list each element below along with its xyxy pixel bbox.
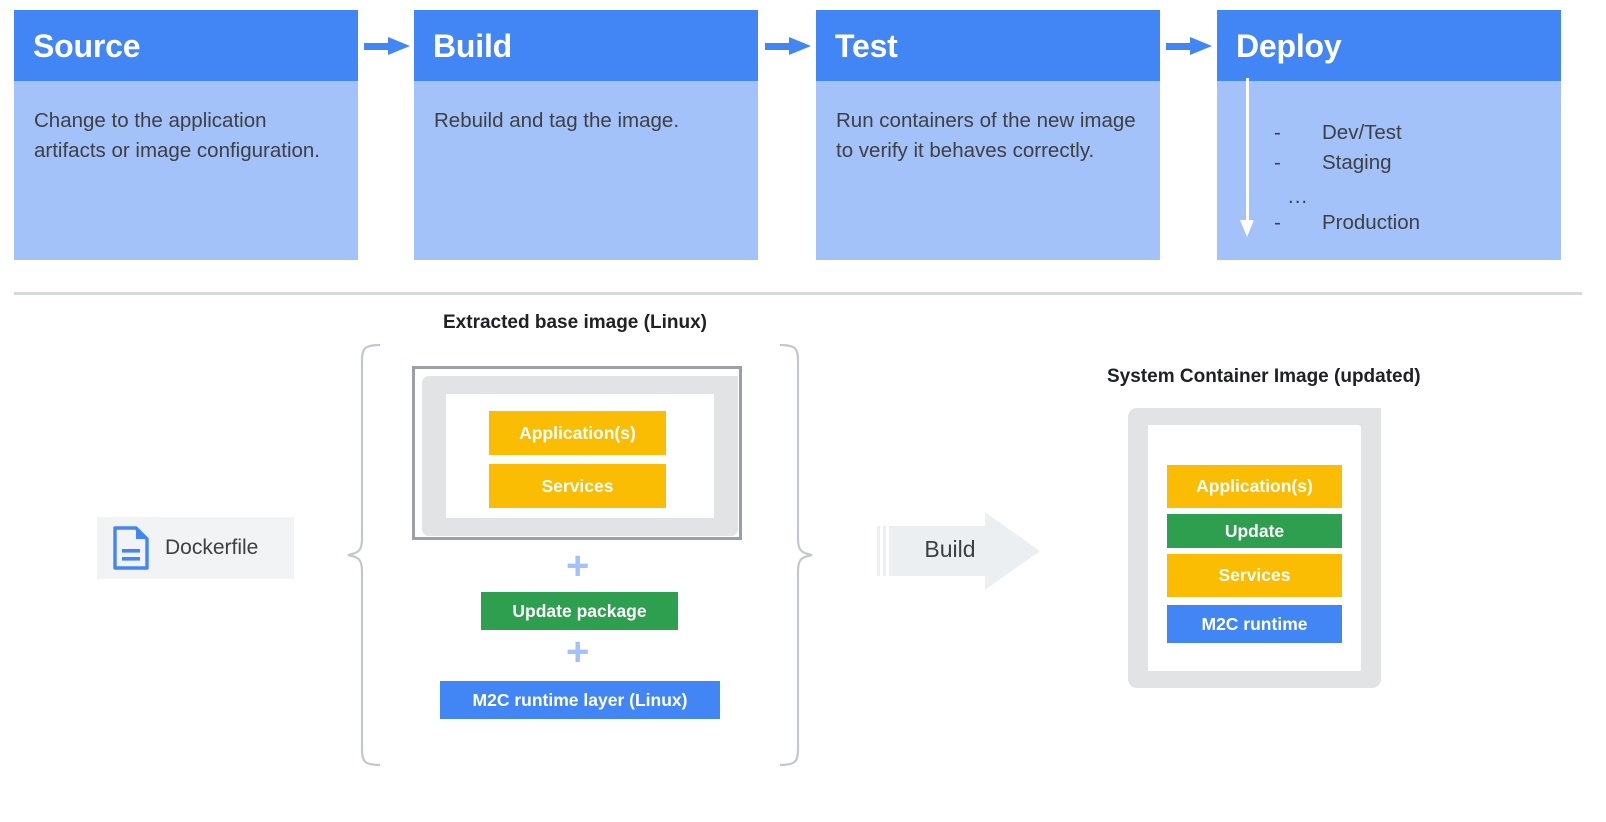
brace-left xyxy=(347,343,381,767)
deploy-environment-list: - Dev/Test - Staging - Production xyxy=(1274,118,1420,238)
dockerfile-chip: Dockerfile xyxy=(97,517,294,579)
system-container-image-document xyxy=(1128,408,1381,688)
arrow-shaft xyxy=(1246,78,1249,224)
base-image-label: Extracted base image (Linux) xyxy=(443,312,707,333)
sci-layer-application: Application(s) xyxy=(1167,465,1342,508)
m2c-runtime-layer-bar: M2C runtime layer (Linux) xyxy=(440,681,720,719)
build-action-arrow: Build xyxy=(877,512,1040,590)
pipeline-card-build-title: Build xyxy=(433,27,512,64)
pipeline-card-deploy-title: Deploy xyxy=(1236,27,1342,64)
deploy-environment-label: Dev/Test xyxy=(1322,121,1402,144)
deploy-environment-item: - Staging xyxy=(1274,148,1420,178)
section-divider xyxy=(14,292,1582,295)
pipeline-card-source-body: Change to the application artifacts or i… xyxy=(34,109,320,162)
deploy-dash: - xyxy=(1274,211,1281,234)
arrow-right-icon-test-to-deploy xyxy=(1166,37,1212,55)
pipeline-card-test-body: Run containers of the new image to verif… xyxy=(836,109,1136,162)
deploy-environment-label: Production xyxy=(1322,211,1421,234)
arrow-shaft xyxy=(364,43,392,50)
update-package-bar: Update package xyxy=(481,592,678,630)
pipeline-card-build: Build Rebuild and tag the image. xyxy=(414,10,758,260)
arrow-head xyxy=(1240,220,1254,237)
pipeline-card-deploy-body xyxy=(1217,81,1561,106)
deploy-dash: - xyxy=(1274,151,1281,174)
file-document-icon xyxy=(113,526,149,570)
deploy-environment-label: Staging xyxy=(1322,151,1392,174)
pipeline-card-test-header: Test xyxy=(816,10,1160,81)
arrow-right-icon-build-to-test xyxy=(765,37,811,55)
pipeline-card-test-title: Test xyxy=(835,27,898,64)
deploy-ellipsis: ... xyxy=(1288,185,1309,208)
sci-layer-services: Services xyxy=(1167,554,1342,597)
pipeline-card-build-header: Build xyxy=(414,10,758,81)
deploy-dash: - xyxy=(1274,121,1281,144)
pipeline-card-deploy-header: Deploy xyxy=(1217,10,1561,81)
arrow-down-icon-deploy-progression xyxy=(1240,78,1254,238)
arrow-head xyxy=(1190,37,1212,55)
deploy-environment-item: - Production xyxy=(1274,208,1420,238)
base-layer-application: Application(s) xyxy=(489,411,666,455)
arrow-head xyxy=(789,37,811,55)
sci-layer-update: Update xyxy=(1167,514,1342,548)
arrow-motion-line-2 xyxy=(883,526,886,576)
build-action-label: Build xyxy=(924,536,976,562)
system-container-image-label: System Container Image (updated) xyxy=(1107,366,1421,387)
pipeline-card-deploy: Deploy xyxy=(1217,10,1561,260)
arrow-head xyxy=(388,37,410,55)
deploy-environment-item: - Dev/Test xyxy=(1274,118,1420,148)
plus-icon-2: + xyxy=(566,630,590,674)
arrow-shaft xyxy=(765,43,793,50)
pipeline-card-build-body: Rebuild and tag the image. xyxy=(434,109,680,132)
pipeline-card-source-title: Source xyxy=(33,27,141,64)
pipeline-card-test: Test Run containers of the new image to … xyxy=(816,10,1160,260)
arrow-motion-line-1 xyxy=(877,526,880,576)
pipeline-card-source-header: Source xyxy=(14,10,358,81)
sci-layer-m2c-runtime: M2C runtime xyxy=(1167,605,1342,643)
brace-right xyxy=(779,343,813,767)
arrow-right-icon-source-to-build xyxy=(364,37,410,55)
arrow-shaft xyxy=(1166,43,1194,50)
plus-icon-1: + xyxy=(566,544,590,588)
dockerfile-label: Dockerfile xyxy=(165,536,259,559)
base-layer-services: Services xyxy=(489,464,666,508)
pipeline-card-source: Source Change to the application artifac… xyxy=(14,10,358,260)
extracted-base-image-container xyxy=(412,366,742,540)
base-image-document-shape xyxy=(422,376,738,536)
